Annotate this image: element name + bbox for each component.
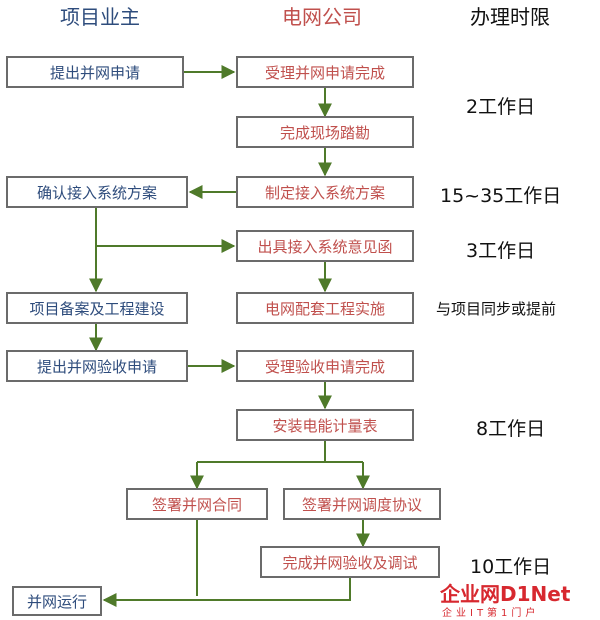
step-accept-application: 受理并网申请完成 <box>236 56 414 88</box>
step-sign-dispatch-agreement: 签署并网调度协议 <box>283 488 441 520</box>
step-project-filing-construction: 项目备案及工程建设 <box>6 292 188 324</box>
step-sign-grid-contract: 签署并网合同 <box>126 488 268 520</box>
header-time-limit: 办理时限 <box>470 5 550 29</box>
duration-8-days: 8工作日 <box>476 418 546 440</box>
step-install-meter: 安装电能计量表 <box>236 409 414 441</box>
step-apply-acceptance: 提出并网验收申请 <box>6 350 188 382</box>
duration-15-35-days: 15~35工作日 <box>440 185 562 207</box>
header-grid-company: 电网公司 <box>282 5 362 29</box>
step-confirm-access-plan: 确认接入系统方案 <box>6 176 188 208</box>
step-issue-opinion-letter: 出具接入系统意见函 <box>236 230 414 262</box>
watermark-sub: 企业IT第1门户 <box>442 608 540 619</box>
watermark-main: 企业网D1Net <box>440 578 570 607</box>
duration-3-days: 3工作日 <box>466 240 536 262</box>
header-owner: 项目业主 <box>60 5 140 29</box>
duration-10-days: 10工作日 <box>470 556 552 578</box>
step-grid-operation: 并网运行 <box>12 586 102 616</box>
step-site-survey: 完成现场踏勘 <box>236 116 414 148</box>
step-apply-grid-connection: 提出并网申请 <box>6 56 184 88</box>
step-acceptance-and-debug: 完成并网验收及调试 <box>260 546 440 578</box>
duration-sync-with-project: 与项目同步或提前 <box>436 300 557 318</box>
step-make-access-plan: 制定接入系统方案 <box>236 176 414 208</box>
duration-2-days: 2工作日 <box>466 96 536 118</box>
watermark-main-cn: 企业网 <box>440 582 500 606</box>
step-accept-acceptance-application: 受理验收申请完成 <box>236 350 414 382</box>
watermark-main-en: D1Net <box>500 582 571 606</box>
step-supporting-construction: 电网配套工程实施 <box>236 292 414 324</box>
watermark-logo: 企业网D1Net 企业IT第1门户 <box>440 578 600 620</box>
